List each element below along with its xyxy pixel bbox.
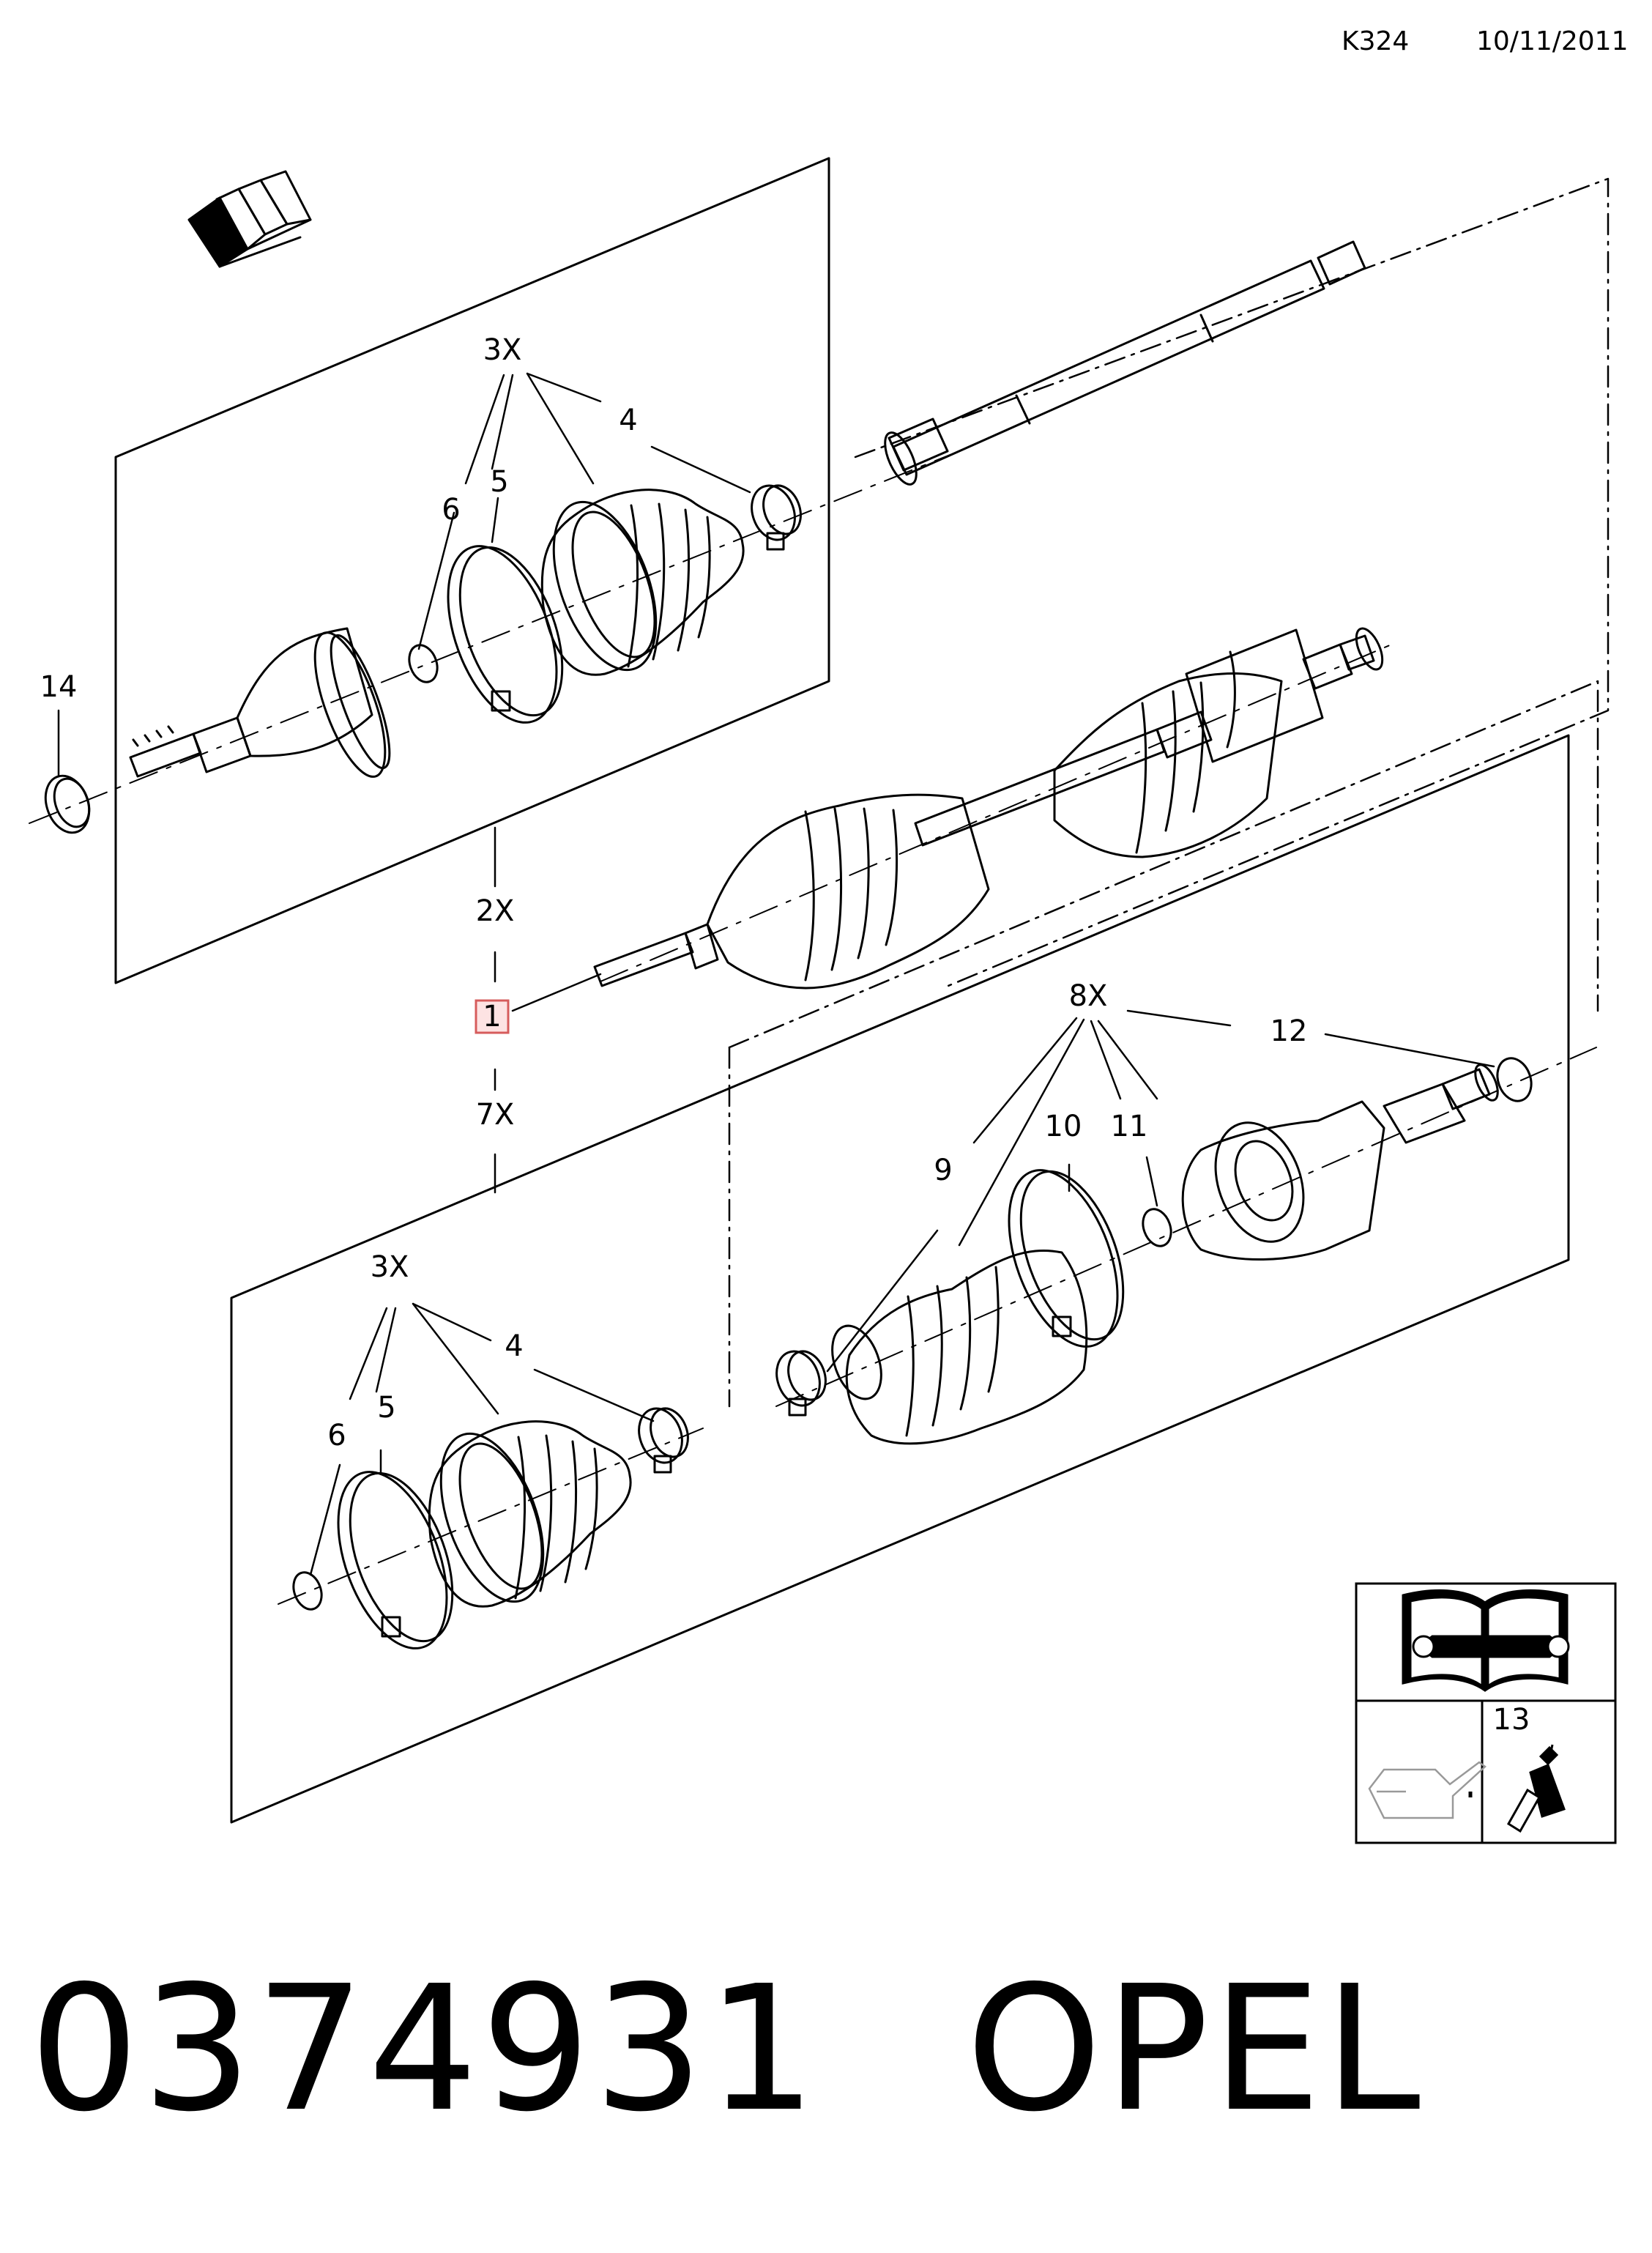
large-clamp-10 bbox=[1008, 1169, 1125, 1348]
intermediate-shaft bbox=[884, 240, 1366, 486]
callout-qty-3x-bottom: 3X bbox=[371, 1250, 409, 1284]
callout-13: 13 bbox=[1493, 1703, 1530, 1737]
callout-4-bottom: 4 bbox=[505, 1329, 523, 1363]
callout-12: 12 bbox=[1270, 1014, 1308, 1048]
part-number: 0374931 bbox=[29, 1948, 820, 2150]
lower-kit-panel bbox=[230, 734, 1570, 1824]
large-clamp-upper bbox=[447, 545, 564, 724]
complete-driveshaft bbox=[593, 627, 1384, 990]
diagram-date: 10/11/2011 bbox=[1476, 26, 1629, 56]
leader-lines bbox=[57, 372, 1495, 1576]
callout-5-bottom: 5 bbox=[377, 1391, 395, 1425]
inner-joint-dashed-panel bbox=[728, 177, 1610, 1408]
inner-boot-9 bbox=[831, 1249, 1088, 1445]
callout-6-top: 6 bbox=[442, 493, 460, 527]
callout-5-top: 5 bbox=[490, 465, 508, 499]
callout-qty-3x-top: 3X bbox=[483, 333, 522, 367]
snap-ring-14 bbox=[44, 774, 91, 834]
circlip-11 bbox=[1142, 1208, 1172, 1247]
callout-14: 14 bbox=[40, 670, 78, 704]
small-clamp-9 bbox=[775, 1350, 827, 1417]
upper-kit-panel bbox=[114, 157, 830, 984]
circlip-upper bbox=[408, 644, 439, 683]
outer-boot-upper bbox=[540, 489, 745, 676]
service-manual-icon bbox=[1402, 1589, 1570, 1692]
sealant-tube-icon bbox=[1506, 1744, 1566, 1833]
small-clamp-lower bbox=[638, 1407, 689, 1474]
oil-can-icon bbox=[1368, 1761, 1487, 1819]
callout-9: 9 bbox=[934, 1154, 952, 1187]
inner-tripod-housing bbox=[1181, 1064, 1499, 1261]
callout-11: 11 bbox=[1111, 1110, 1148, 1143]
brand-name: OPEL bbox=[966, 1948, 1424, 2150]
circlip-lower bbox=[292, 1571, 323, 1611]
callout-4-top: 4 bbox=[619, 404, 637, 437]
outer-cv-joint-upper bbox=[129, 627, 391, 778]
callout-qty-2x: 2X bbox=[476, 894, 515, 928]
diagram-code: K324 bbox=[1342, 26, 1410, 56]
callout-qty-8x: 8X bbox=[1069, 979, 1108, 1013]
callout-6-bottom: 6 bbox=[327, 1419, 346, 1452]
large-clamp-lower bbox=[337, 1471, 454, 1649]
snap-ring-12 bbox=[1496, 1057, 1533, 1102]
legend-box bbox=[1355, 1582, 1617, 1844]
outer-boot-lower bbox=[428, 1420, 632, 1608]
small-clamp-upper bbox=[751, 484, 802, 551]
callout-10: 10 bbox=[1045, 1110, 1082, 1143]
callout-1: 1 bbox=[483, 1000, 501, 1033]
callout-qty-7x: 7X bbox=[476, 1098, 515, 1132]
callout-1-highlight bbox=[475, 999, 510, 1034]
front-direction-icon bbox=[187, 170, 312, 268]
